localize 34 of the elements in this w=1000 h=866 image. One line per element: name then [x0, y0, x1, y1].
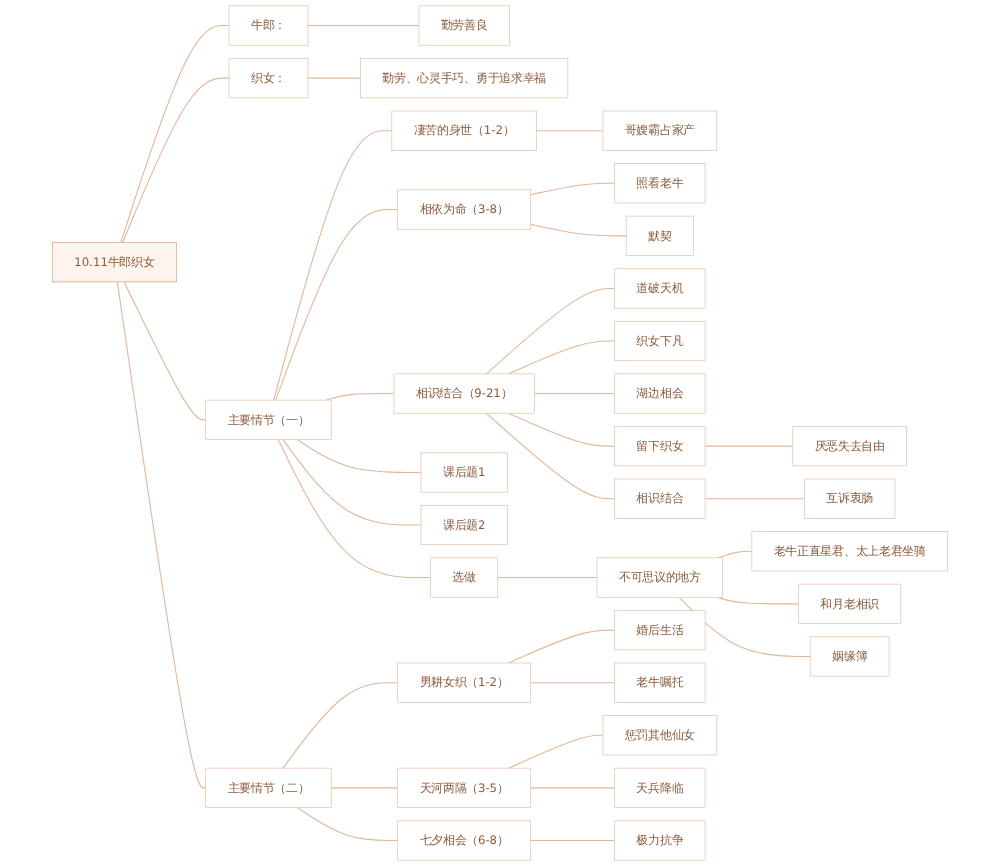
connector: [535, 130, 604, 132]
connector: [717, 596, 800, 605]
connector: [507, 734, 604, 769]
connector: [273, 130, 393, 401]
connector: [122, 77, 230, 243]
connector: [530, 182, 616, 196]
connector: [485, 412, 616, 500]
connector: [507, 340, 616, 375]
connector: [296, 439, 422, 473]
connector: [325, 393, 395, 401]
connector: [704, 498, 805, 500]
connector: [296, 807, 399, 841]
connector: [497, 577, 598, 579]
connector: [116, 281, 207, 789]
connector: [717, 550, 753, 559]
connector: [282, 439, 422, 526]
connector: [678, 596, 811, 657]
connector: [307, 25, 420, 27]
connector: [507, 629, 616, 664]
connector: [704, 445, 794, 447]
connector: [307, 77, 362, 79]
connector: [275, 209, 399, 401]
connector: [530, 787, 616, 789]
connector: [530, 682, 616, 684]
connector: [123, 281, 207, 421]
connector: [330, 787, 399, 789]
connector: [277, 439, 432, 579]
connector: [533, 393, 616, 395]
connector: [507, 412, 616, 447]
connector: [530, 839, 616, 841]
connector: [530, 223, 627, 237]
connector: [120, 25, 230, 243]
connector: [485, 287, 616, 375]
connector: [282, 682, 399, 769]
